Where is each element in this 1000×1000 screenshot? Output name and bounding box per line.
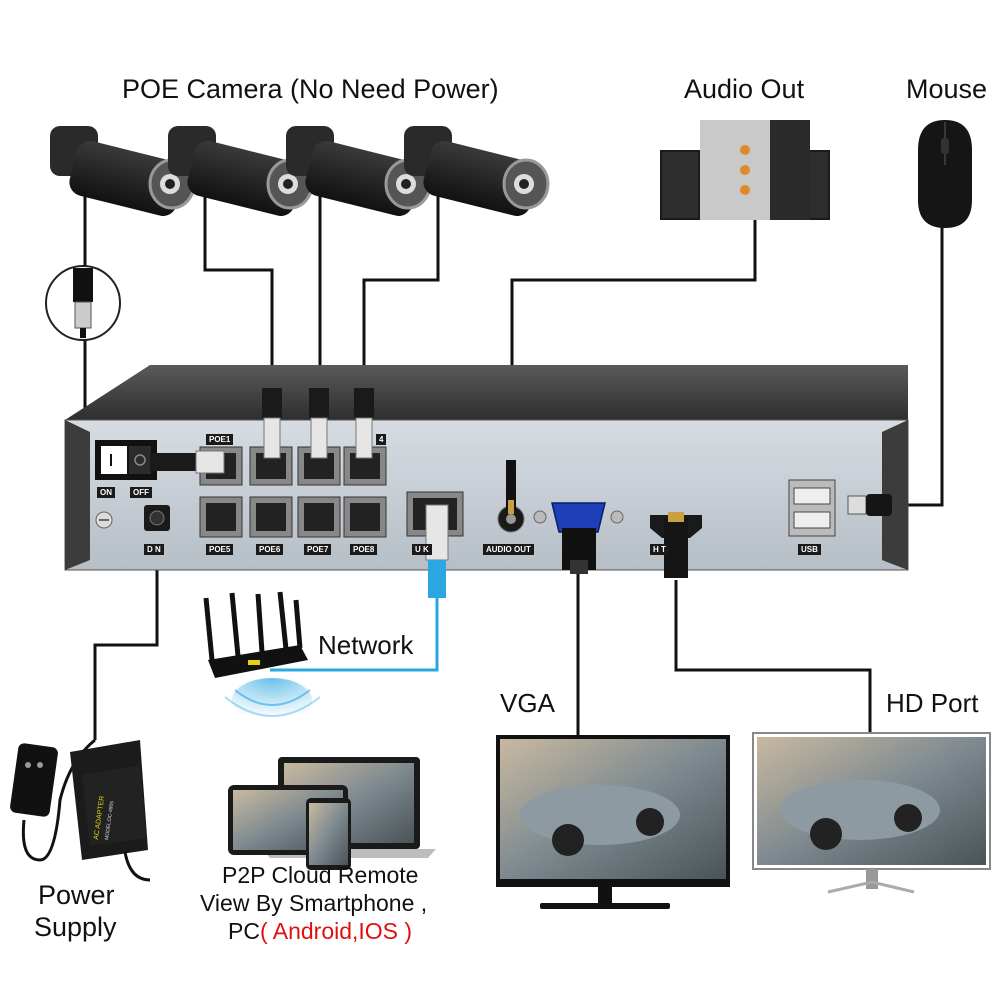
poe6-port-label: POE6 (256, 544, 284, 555)
power-switch[interactable] (95, 440, 157, 480)
uplink-label: U K (412, 544, 432, 555)
power-supply-label-line2: Supply (34, 912, 117, 942)
rj45-plugs (150, 388, 374, 474)
network-label: Network (318, 630, 414, 660)
dc-in-label: D N (144, 544, 164, 555)
mouse-icon (918, 120, 972, 228)
hdmi-cable (674, 580, 872, 735)
poe5-port-label: POE5 (206, 544, 234, 555)
usb-port-label: USB (798, 544, 821, 555)
mouse-label: Mouse (906, 74, 988, 104)
off-label: OFF (130, 487, 152, 498)
vga-port[interactable] (533, 502, 624, 574)
uplink-port[interactable] (406, 491, 464, 598)
rj45-magnifier-icon (45, 265, 121, 341)
poe7-port-label: POE7 (304, 544, 332, 555)
laptop-phone-icon (228, 757, 436, 870)
network-cable (270, 595, 439, 672)
p2p-label-platforms: ( Android,IOS ) (259, 918, 413, 944)
camera-4 (404, 126, 550, 216)
usb-ports[interactable] (788, 479, 892, 537)
poe-camera-label: POE Camera (No Need Power) (122, 74, 499, 104)
adapter-model-text: MODEL:DC-4805 (104, 800, 115, 840)
p2p-label-line2: View By Smartphone , (200, 890, 428, 916)
camera2-cable (203, 195, 274, 390)
dc-in-port[interactable] (144, 505, 170, 531)
power-supply-label-line1: Power (38, 880, 115, 910)
poe4-port-label: 4 (376, 434, 387, 445)
hd-monitor-icon (752, 732, 991, 894)
on-label: ON (97, 487, 115, 498)
vga-label: VGA (500, 688, 555, 718)
audio-out-port[interactable] (497, 460, 525, 533)
hdmi-port-label: H T (650, 544, 669, 555)
camera4-cable (362, 195, 440, 390)
poe8-port-label: POE8 (350, 544, 378, 555)
poe1-port-label: POE1 (206, 434, 234, 445)
vga-monitor-icon (496, 735, 730, 909)
camera-2 (168, 126, 314, 216)
power-adapter-icon: AC ADAPTER MODEL:DC-4805 (10, 738, 151, 882)
camera-1 (50, 126, 196, 216)
speakers-icon (660, 120, 830, 220)
p2p-label-line3: PC( Android,IOS ) (228, 918, 412, 945)
audio-out-label: Audio Out (684, 74, 805, 104)
power-cable (93, 560, 159, 740)
p2p-label-pc: PC (228, 918, 260, 944)
ground-screw-icon (95, 511, 113, 529)
hd-port-label: HD Port (886, 688, 979, 718)
audio-out-port-label: AUDIO OUT (483, 544, 534, 555)
router-icon (203, 591, 321, 722)
p2p-label-line1: P2P Cloud Remote (222, 862, 419, 888)
cables (83, 195, 944, 740)
